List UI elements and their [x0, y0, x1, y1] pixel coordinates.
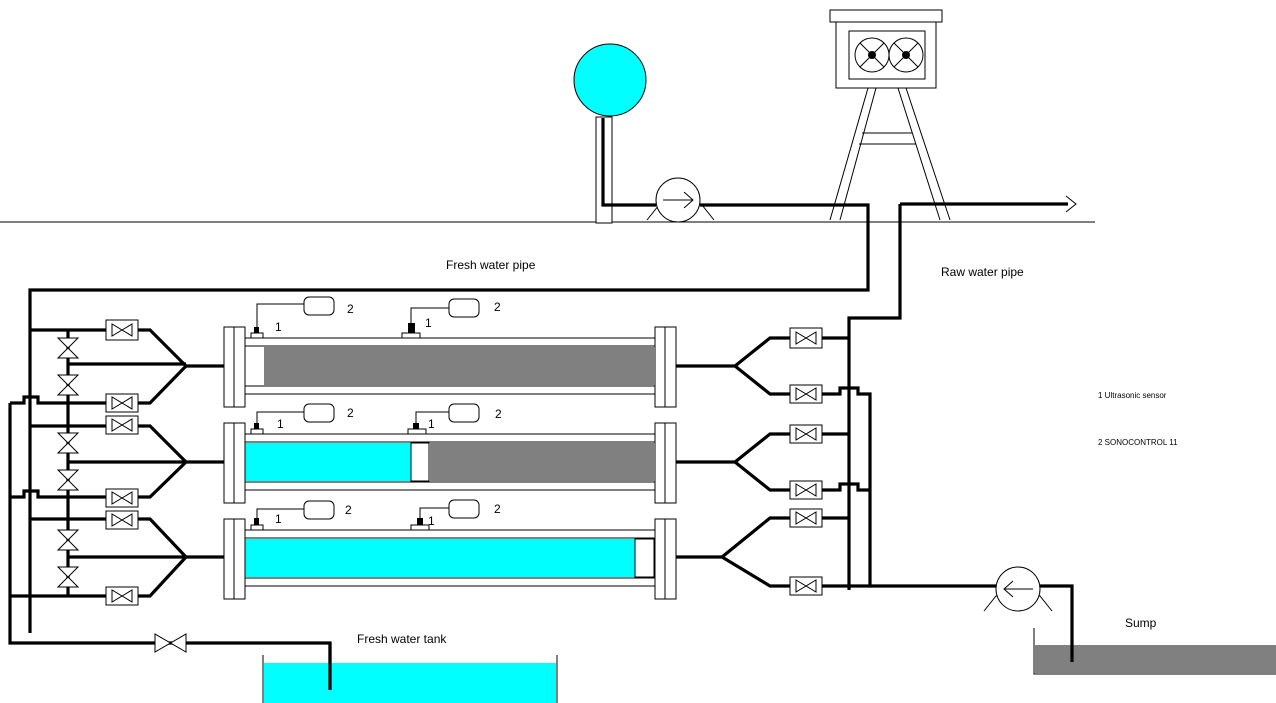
svg-text:1: 1 [275, 320, 282, 334]
legend-item-1: 1 Ultrasonic sensor [1098, 391, 1167, 400]
valve-icon[interactable] [105, 510, 139, 530]
svg-text:2: 2 [495, 407, 502, 421]
sensor-group-mid-left: 1 2 [250, 403, 354, 435]
sonocontrol-box [448, 403, 480, 423]
valve-icon[interactable] [56, 432, 80, 454]
sensor-group-bottom-right: 1 2 [410, 499, 501, 531]
svg-text:1: 1 [428, 417, 435, 431]
valve-icon[interactable] [789, 480, 823, 500]
valve-icon[interactable] [789, 424, 823, 444]
valve-icon[interactable] [105, 488, 139, 508]
svg-text:2: 2 [494, 300, 501, 314]
sensor-group-mid-right: 1 2 [407, 403, 502, 435]
water-tower [573, 43, 647, 224]
sonocontrol-box [448, 298, 480, 318]
valve-icon[interactable] [105, 393, 139, 413]
sonocontrol-box [303, 403, 335, 423]
valve-icon[interactable] [789, 327, 823, 349]
fan-icon [854, 37, 890, 73]
valve-icon[interactable] [789, 384, 823, 404]
sensor-group-top-left: 1 2 [250, 296, 354, 339]
fresh-water-pipe-label: Fresh water pipe [446, 258, 536, 272]
svg-text:1: 1 [428, 514, 435, 528]
svg-text:2: 2 [347, 406, 354, 420]
svg-text:1: 1 [425, 316, 432, 330]
fan-icon [888, 37, 924, 73]
pump-icon [983, 566, 1053, 612]
svg-text:2: 2 [347, 302, 354, 316]
fresh-water-tank-label: Fresh water tank [357, 632, 447, 646]
tube-middle [223, 422, 677, 504]
valve-icon[interactable] [105, 319, 139, 341]
valve-icon[interactable] [56, 374, 80, 396]
valve-icon[interactable] [789, 576, 823, 596]
sump-label: Sump [1125, 616, 1157, 630]
sonocontrol-box [303, 296, 335, 316]
valve-icon[interactable] [105, 415, 139, 435]
raw-water-pipe [847, 204, 902, 590]
cooling-tower [829, 9, 951, 221]
svg-text:1: 1 [277, 417, 284, 431]
svg-text:1: 1 [275, 512, 282, 526]
pump-icon [646, 177, 715, 223]
raw-water-pipe-label: Raw water pipe [941, 265, 1024, 279]
sump [1033, 628, 1276, 675]
valve-icon[interactable] [56, 469, 80, 491]
legend-item-2: 2 SONOCONTROL 11 [1098, 438, 1178, 447]
fresh-water-pipe [28, 203, 870, 633]
tube-bottom [223, 518, 677, 600]
fresh-water-supply-pipe [601, 118, 656, 207]
svg-text:2: 2 [345, 503, 352, 517]
sonocontrol-box [303, 500, 335, 520]
sonocontrol-box [448, 499, 480, 519]
fresh-water-tank [262, 643, 558, 703]
valve-icon[interactable] [105, 586, 139, 606]
tube-top [223, 326, 677, 408]
svg-text:2: 2 [494, 502, 501, 516]
sensor-group-bottom-left: 1 2 [250, 500, 352, 531]
valve-icon[interactable] [789, 508, 823, 528]
valve-icon[interactable] [56, 566, 80, 588]
valve-icon[interactable] [56, 529, 80, 551]
valve-icon[interactable] [56, 337, 80, 359]
valve-icon[interactable] [154, 633, 187, 653]
sensor-group-top-right: 1 2 [401, 298, 501, 339]
